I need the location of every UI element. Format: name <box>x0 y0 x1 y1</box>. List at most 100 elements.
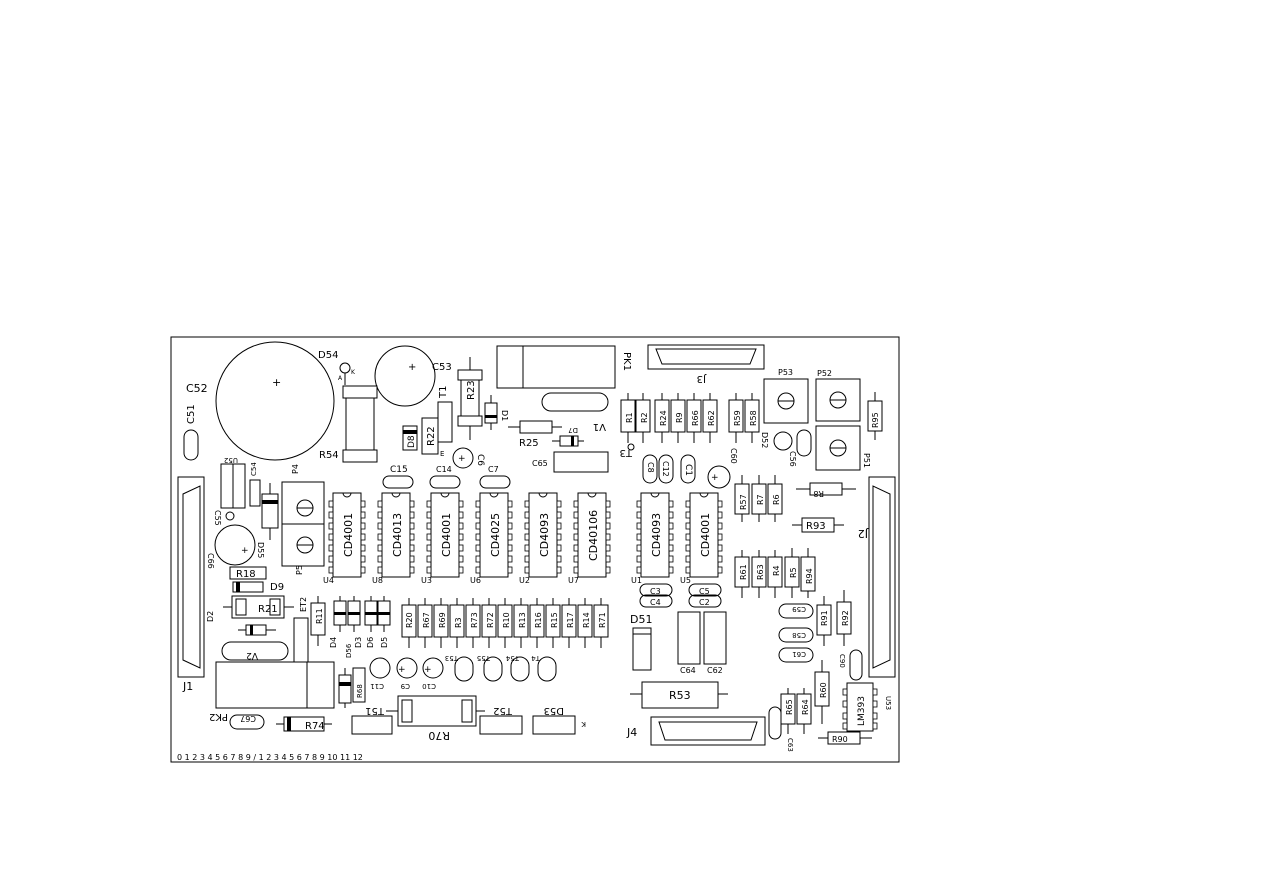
svg-text:CD4093: CD4093 <box>538 513 551 557</box>
svg-text:R62: R62 <box>707 410 716 426</box>
svg-text:R67: R67 <box>422 612 431 628</box>
svg-text:CD4013: CD4013 <box>391 513 404 557</box>
top-resistor-row-left: R1 R2 R24 R9 R66 R62 <box>620 393 718 443</box>
svg-text:R15: R15 <box>550 612 559 628</box>
diode-d2: D2 <box>206 611 276 636</box>
svg-text:C11: C11 <box>370 682 384 690</box>
diode-d52: D52 <box>760 431 793 451</box>
resistor: R24 <box>654 393 670 443</box>
svg-text:V1: V1 <box>593 421 606 432</box>
resistor: R1 <box>620 393 636 443</box>
svg-text:U3: U3 <box>421 576 432 585</box>
svg-text:R59: R59 <box>733 410 742 426</box>
capacitor-c66: + C66 <box>206 524 256 569</box>
svg-text:R16: R16 <box>534 612 543 628</box>
svg-text:R6: R6 <box>772 494 781 505</box>
svg-text:C6: C6 <box>475 454 485 466</box>
svg-text:R63: R63 <box>756 564 765 580</box>
svg-text:C14: C14 <box>436 465 452 474</box>
ic-lm393: LM393 U53 <box>842 682 892 732</box>
svg-text:R10: R10 <box>502 612 511 628</box>
svg-text:J1: J1 <box>182 680 193 693</box>
svg-text:R69: R69 <box>438 612 447 628</box>
svg-text:D4: D4 <box>329 637 338 648</box>
transistor: T53 <box>445 654 474 682</box>
connector-j4: J4 <box>626 716 766 746</box>
svg-text:R91: R91 <box>820 610 829 626</box>
resistor: R72 <box>481 598 497 648</box>
ic: CD4093 U1 <box>631 492 674 585</box>
trimmer-p52: P52 <box>815 369 861 422</box>
svg-text:T52: T52 <box>493 705 513 716</box>
svg-text:+: + <box>398 665 406 675</box>
svg-text:D6: D6 <box>366 637 375 648</box>
svg-text:T3: T3 <box>620 447 633 458</box>
resistor: R20 <box>401 598 417 648</box>
svg-text:R3: R3 <box>454 617 463 628</box>
c51-label: C51 <box>186 404 197 424</box>
resistor-r91: R91 <box>816 596 832 646</box>
capacitor-c58: C58 <box>778 627 814 643</box>
svg-text:R95: R95 <box>871 412 880 428</box>
connector-j1: J1 <box>177 476 205 693</box>
svg-text:C12: C12 <box>661 461 670 477</box>
resistor: R2 <box>635 393 651 443</box>
resistor-r8: R8 <box>796 482 856 498</box>
svg-text:C67: C67 <box>240 714 256 723</box>
svg-text:CD4001: CD4001 <box>342 513 355 557</box>
capacitor-c14: C14 <box>429 465 461 489</box>
c52-label: C52 <box>186 382 208 395</box>
svg-text:+: + <box>458 454 466 464</box>
resistor: R71 <box>593 598 609 648</box>
svg-text:D51: D51 <box>630 613 652 626</box>
resistor: R14 <box>577 598 593 648</box>
ic: CD4001 U3 <box>421 492 464 585</box>
svg-text:R64: R64 <box>801 699 810 715</box>
connector-pk2: PK2 <box>209 661 335 722</box>
component-v2: V2 <box>221 641 289 661</box>
svg-text:+: + <box>241 546 249 556</box>
svg-text:P52: P52 <box>817 369 832 378</box>
right-resistors-top: R57 R7 R6 <box>734 475 783 522</box>
svg-text:U1: U1 <box>631 576 642 585</box>
capacitor-c7: C7 <box>479 465 511 489</box>
capacitor-c59: C59 <box>778 603 814 619</box>
resistor-r54: R54 <box>319 385 378 463</box>
svg-text:R70: R70 <box>428 729 450 742</box>
svg-text:C3: C3 <box>650 587 661 596</box>
capacitor: C11 <box>369 657 391 690</box>
ic: CD4001 U4 <box>323 492 366 585</box>
svg-text:CD4001: CD4001 <box>440 513 453 557</box>
svg-text:+: + <box>711 473 719 483</box>
svg-text:K: K <box>581 720 586 728</box>
svg-text:D53: D53 <box>544 705 564 716</box>
svg-text:T51: T51 <box>365 705 385 716</box>
resistor-r95: R95 <box>867 392 883 440</box>
component-t51: T51 <box>351 705 393 735</box>
transistor: T54 <box>505 654 530 682</box>
component-d55: D55 <box>256 542 265 558</box>
svg-text:P4: P4 <box>291 464 300 474</box>
svg-text:R72: R72 <box>486 612 495 628</box>
svg-text:R93: R93 <box>806 521 826 532</box>
board-outline <box>170 336 900 763</box>
resistor: R63 <box>751 550 767 598</box>
scale-text: 0 1 2 3 4 5 6 7 8 9 / 1 2 3 4 5 6 7 8 9 … <box>177 753 363 762</box>
resistor: R58 <box>744 393 760 443</box>
resistor: R73 <box>465 598 481 648</box>
svg-text:A: A <box>338 375 343 382</box>
resistor: R94 <box>800 548 816 598</box>
diode-d8: D8 <box>402 425 418 451</box>
resistor: R69 <box>433 598 449 648</box>
transistor-row: T53 T55 T54 T4 <box>445 654 557 682</box>
svg-text:C15: C15 <box>390 465 408 475</box>
capacitor-c61: C61 <box>778 647 814 663</box>
resistor: R16 <box>529 598 545 648</box>
svg-text:C7: C7 <box>488 465 499 474</box>
diode-d7: D7 <box>552 426 584 447</box>
svg-text:+: + <box>424 665 432 675</box>
resistor-r60: R60 <box>814 660 830 724</box>
capacitor-c51: C51 <box>183 404 199 461</box>
diode-d9: D9 <box>232 581 284 593</box>
svg-text:T53: T53 <box>445 654 459 662</box>
